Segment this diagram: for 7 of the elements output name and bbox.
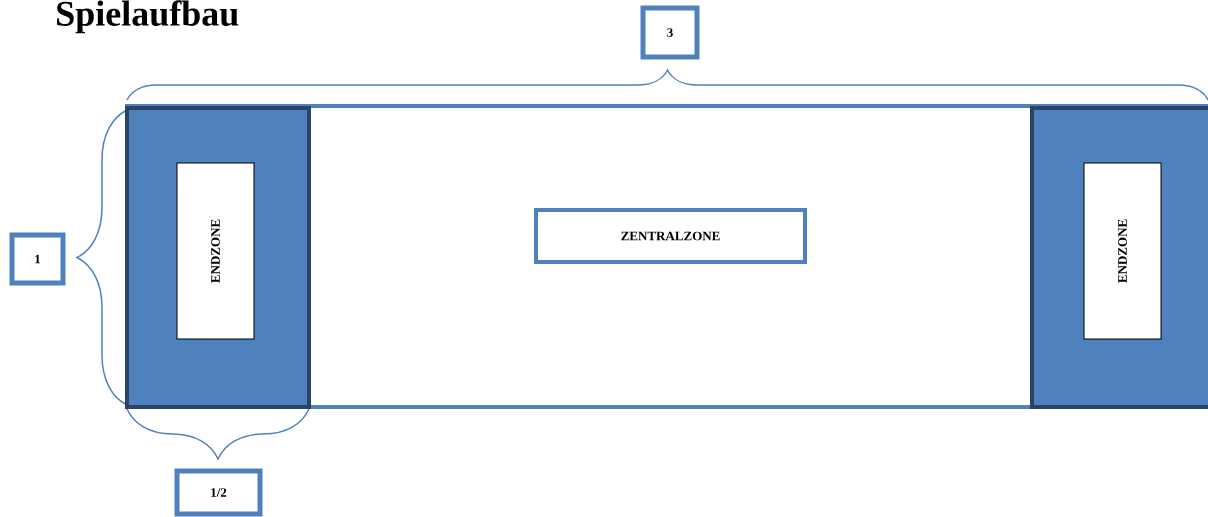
zone-label: ENDZONE <box>176 162 255 340</box>
dimension-box: 1/2 <box>174 468 263 517</box>
title: Spielaufbau <box>57 0 239 34</box>
zone-label: ENDZONE <box>1083 162 1162 340</box>
dimension-box: 1 <box>9 232 66 286</box>
zone-label: ZENTRALZONE <box>534 208 807 264</box>
dimension-box: 3 <box>640 5 700 60</box>
